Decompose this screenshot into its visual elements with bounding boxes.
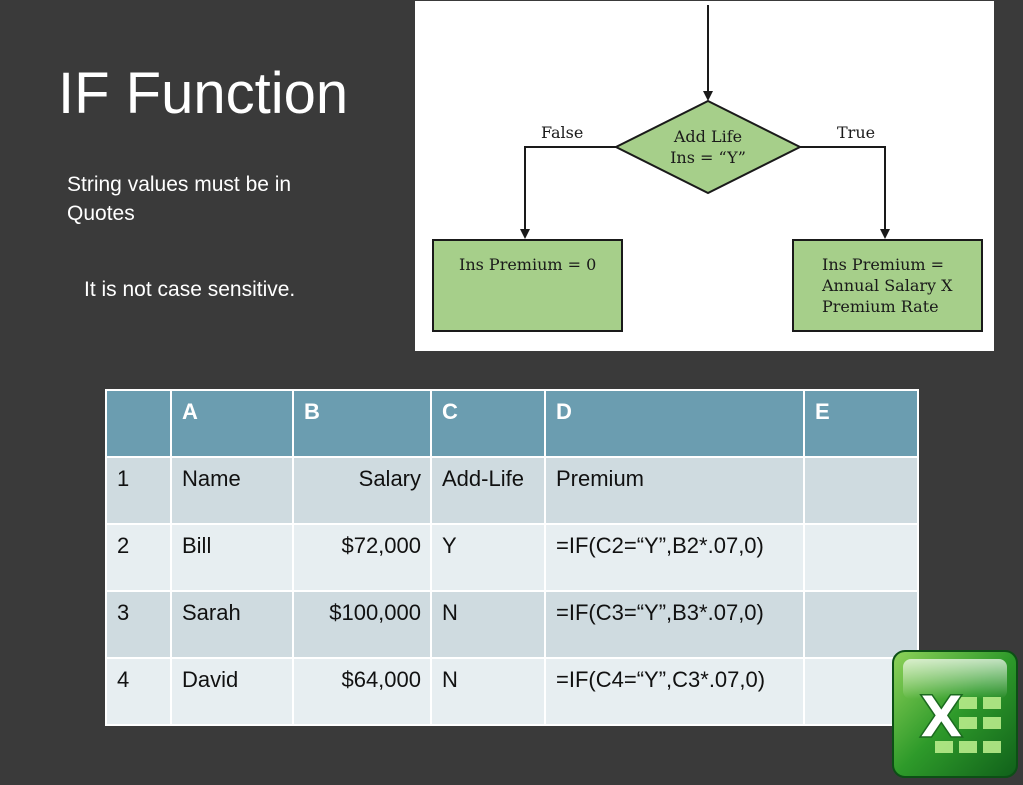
row-number: 1 <box>105 456 172 525</box>
cell-premium: =IF(C3=“Y”,B3*.07,0) <box>544 590 805 659</box>
bullet-string-quotes: String values must be in Quotes <box>67 173 292 225</box>
decision-diamond <box>613 99 803 195</box>
table-row: 1 Name Salary Add-Life Premium <box>105 456 919 525</box>
false-box-text: Ins Premium = 0 <box>459 255 596 274</box>
slide-title: IF Function <box>58 61 349 126</box>
row-number: 4 <box>105 657 172 726</box>
spreadsheet-table: A B C D E 1 Name Salary Add-Life Premium… <box>105 389 919 726</box>
cell-salary: $100,000 <box>292 590 432 659</box>
cell-salary: $72,000 <box>292 523 432 592</box>
table-row: 4 David $64,000 N =IF(C4=“Y”,C3*.07,0) <box>105 657 919 726</box>
flowchart-svg: Add Life Ins = “Y” False True Ins Premiu… <box>432 5 983 332</box>
cell-name: David <box>170 657 294 726</box>
cell-add-life: N <box>430 657 546 726</box>
column-header-row: A B C D E <box>105 389 919 458</box>
corner-cell <box>105 389 172 458</box>
column-header-e: E <box>803 389 919 458</box>
true-box-line3: Premium Rate <box>822 297 939 316</box>
column-header-c: C <box>430 389 546 458</box>
excel-logo-letter: X <box>919 683 964 751</box>
column-header-d: D <box>544 389 805 458</box>
cell-e <box>803 590 919 659</box>
cell-premium: =IF(C2=“Y”,B2*.07,0) <box>544 523 805 592</box>
excel-logo-icon: X <box>889 645 1023 780</box>
row-number: 2 <box>105 523 172 592</box>
cell-e <box>803 523 919 592</box>
true-branch-arrow <box>800 146 890 239</box>
row-number: 3 <box>105 590 172 659</box>
bullet-case-sensitive: It is not case sensitive. <box>84 278 296 301</box>
cell-premium: =IF(C4=“Y”,C3*.07,0) <box>544 657 805 726</box>
cell-add-life: N <box>430 590 546 659</box>
column-header-a: A <box>170 389 294 458</box>
true-result-box <box>792 239 983 332</box>
cell-name: Sarah <box>170 590 294 659</box>
false-result-box <box>432 239 623 332</box>
cell-add-life: Add-Life <box>430 456 546 525</box>
decision-line1: Add Life <box>673 127 742 146</box>
cell-add-life: Y <box>430 523 546 592</box>
true-box-line2: Annual Salary X <box>821 276 953 295</box>
cell-name: Name <box>170 456 294 525</box>
table-row: 2 Bill $72,000 Y =IF(C2=“Y”,B2*.07,0) <box>105 523 919 592</box>
column-header-b: B <box>292 389 432 458</box>
cell-premium: Premium <box>544 456 805 525</box>
false-branch-arrow <box>520 146 616 239</box>
cell-name: Bill <box>170 523 294 592</box>
false-label: False <box>541 123 583 142</box>
cell-salary: Salary <box>292 456 432 525</box>
cell-e <box>803 456 919 525</box>
true-box-line1: Ins Premium = <box>822 255 944 274</box>
cell-salary: $64,000 <box>292 657 432 726</box>
if-flowchart: Add Life Ins = “Y” False True Ins Premiu… <box>415 1 994 351</box>
table-row: 3 Sarah $100,000 N =IF(C3=“Y”,B3*.07,0) <box>105 590 919 659</box>
decision-line2: Ins = “Y” <box>670 148 746 167</box>
true-label: True <box>837 123 875 142</box>
